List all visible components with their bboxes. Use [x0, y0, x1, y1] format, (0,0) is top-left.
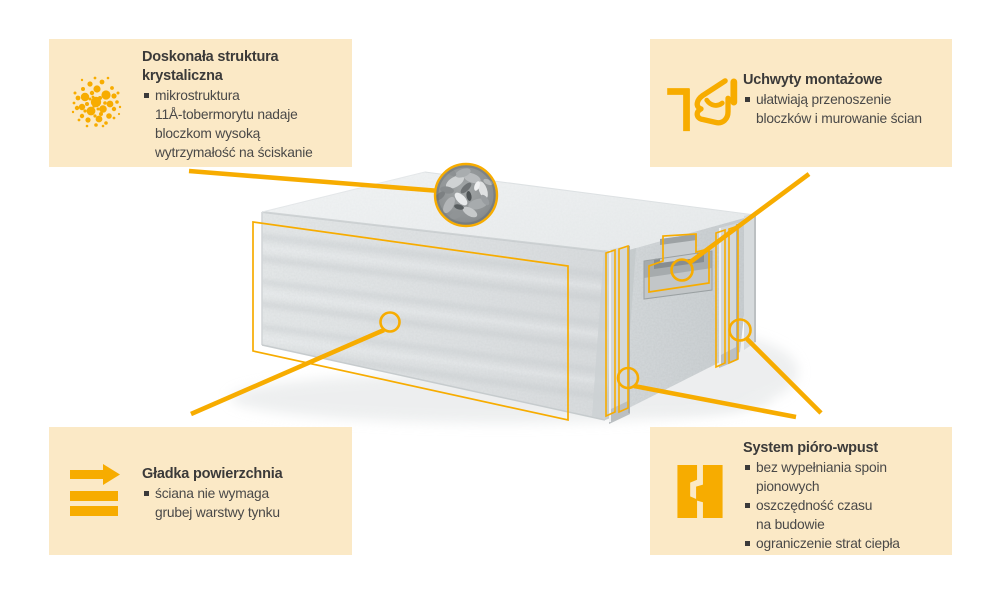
- bullet-item: ograniczenie strat ciepła: [743, 534, 946, 553]
- front-face-marker-circle: [379, 311, 401, 333]
- panel-title: Doskonała struktura krystaliczna: [142, 48, 346, 86]
- panel-title: Gładka powierzchnia: [142, 465, 346, 484]
- bullet-item: bez wypełniania spoin pionowych: [743, 458, 946, 496]
- tongue-groove-icon: [677, 465, 723, 518]
- bullet-item: ściana nie wymaga grubej warstwy tynku: [142, 484, 346, 522]
- panel-tongue-groove: System pióro-wpust bez wypełniania spoin…: [650, 427, 952, 555]
- microstructure-dots-icon: [71, 76, 122, 128]
- bullet-square: [745, 97, 750, 102]
- callout-line-surface: [190, 327, 385, 417]
- panel-title-line: System pióro-wpust: [743, 440, 878, 456]
- microstructure-magnifier: [433, 162, 499, 228]
- crystal-flakes: [436, 167, 493, 220]
- panel-title: System pióro-wpust: [743, 439, 946, 458]
- panel-title-line: Uchwyty montażowe: [743, 72, 883, 88]
- callout-line-groove-b: [745, 337, 823, 415]
- bullet-item: oszczędność czasu na budowie: [743, 496, 946, 534]
- panel-title-line: Doskonała struktura: [142, 49, 279, 65]
- panel-title-line: krystaliczna: [142, 68, 223, 84]
- bullet-square: [745, 541, 750, 546]
- panel-crystal-structure: Doskonała struktura krystaliczna mikrost…: [49, 39, 352, 167]
- bullet-item: ułatwiają przenoszenie bloczków i murowa…: [743, 90, 946, 128]
- handle-outline: [648, 233, 710, 293]
- panel-mounting-handles: Uchwyty montażowe ułatwiają przenoszenie…: [650, 39, 952, 167]
- callout-line-crystal: [188, 168, 441, 194]
- panel-smooth-surface: Gładka powierzchnia ściana nie wymaga gr…: [49, 427, 352, 555]
- hand-grip-icon: [667, 78, 738, 132]
- front-face-outline: [252, 221, 569, 422]
- bullet-square: [745, 503, 750, 508]
- callout-line-handle: [687, 172, 811, 265]
- smooth-surface-arrows-icon: [70, 464, 120, 516]
- tongue-groove-outline-left: [605, 244, 629, 418]
- panel-title: Uchwyty montażowe: [743, 71, 946, 90]
- magnifier-ring: [433, 162, 499, 228]
- panel-title-line: Gładka powierzchnia: [142, 466, 283, 482]
- callout-line-groove-a: [633, 383, 797, 420]
- groove-marker-circle-right: [728, 318, 752, 342]
- handle-marker-circle: [670, 258, 694, 282]
- callout-lines: [188, 168, 823, 420]
- bullet-item: mikrostruktura 11Å-tobermorytu nadaje bl…: [142, 86, 346, 162]
- groove-marker-circle-left: [616, 366, 640, 390]
- bullet-square: [745, 465, 750, 470]
- bullet-square: [144, 491, 149, 496]
- bullet-square: [144, 93, 149, 98]
